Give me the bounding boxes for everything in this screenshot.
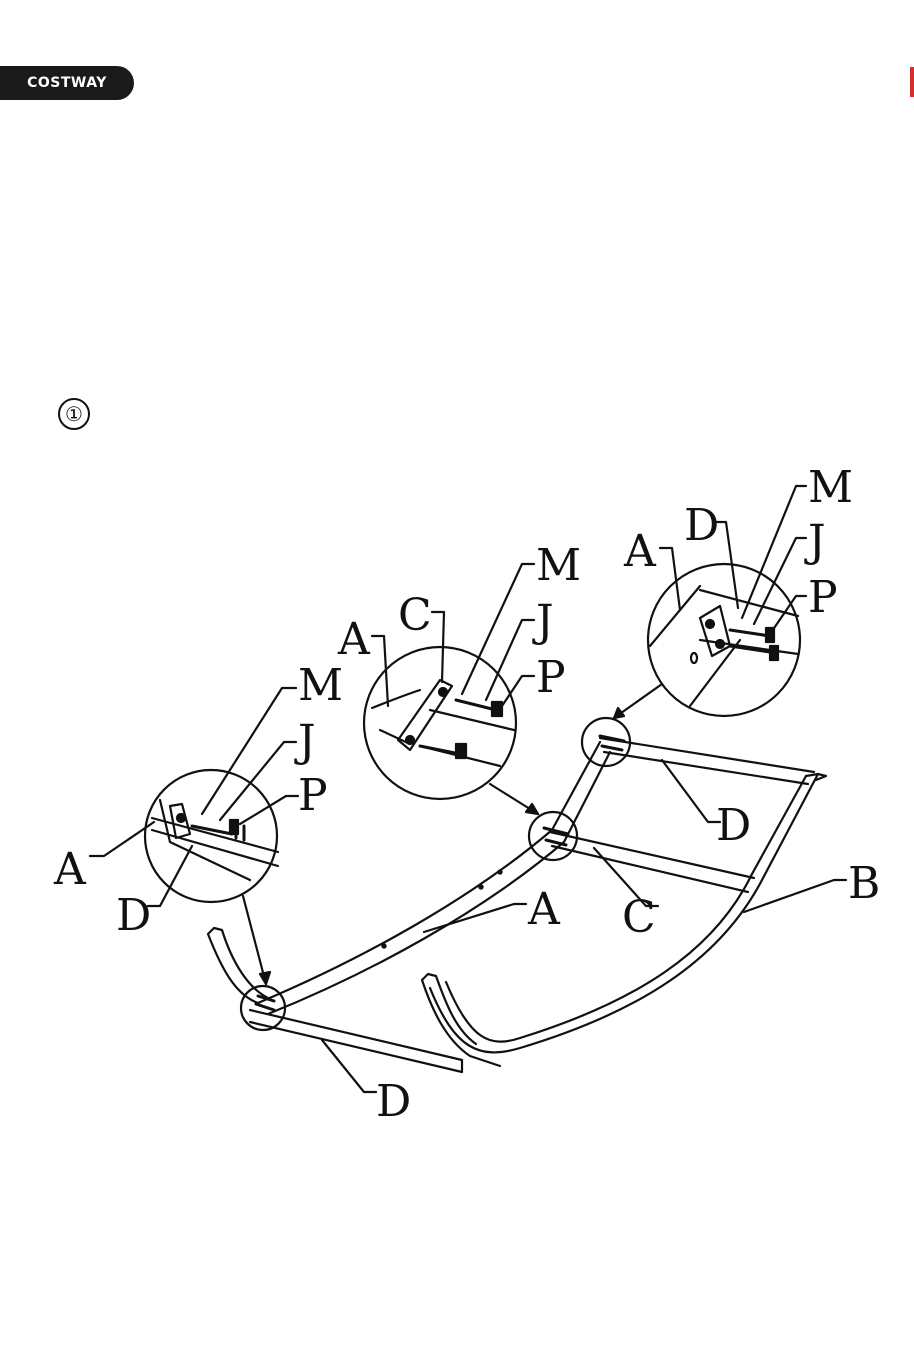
rail-a-end (208, 928, 268, 1003)
label-left-a: A (53, 844, 87, 895)
label-frame-b: B (848, 858, 880, 909)
label-left-j: J (294, 716, 316, 767)
label-middle-m: M (536, 540, 581, 591)
detail-right (648, 564, 800, 716)
leader-front (243, 896, 266, 984)
detail-left (145, 770, 278, 902)
label-frame-c: C (622, 892, 656, 943)
label-left-m: M (298, 660, 343, 711)
label-frame-d-back: D (716, 800, 751, 851)
label-right-d: D (684, 500, 719, 551)
label-right-a: A (623, 526, 657, 577)
label-left-p: P (298, 770, 328, 821)
label-middle-j: J (532, 596, 554, 647)
label-frame-d-front: D (376, 1076, 411, 1127)
label-right-m: M (808, 462, 853, 513)
joint-front-circle (241, 986, 285, 1030)
crossbar-d-back (600, 738, 814, 784)
label-frame-a: A (527, 884, 561, 935)
label-middle-c: C (398, 590, 432, 641)
label-left-d: D (116, 890, 151, 941)
label-right-p: P (808, 572, 838, 623)
label-middle-a: A (337, 614, 371, 665)
label-right-j: J (804, 516, 826, 567)
label-middle-p: P (536, 652, 566, 703)
label-leaders (90, 486, 846, 1092)
